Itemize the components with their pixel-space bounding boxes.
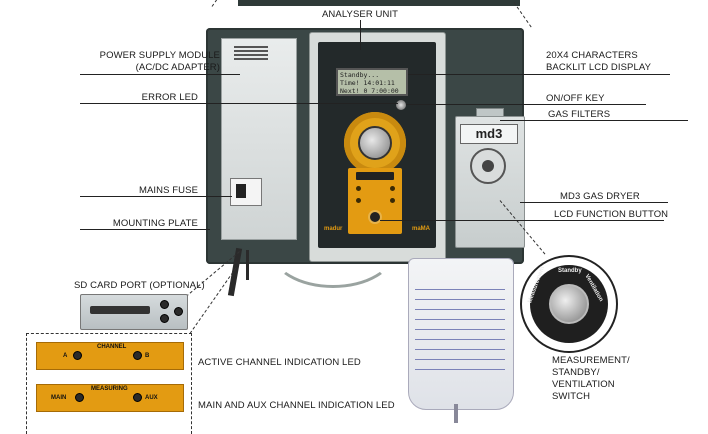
sd-led bbox=[174, 307, 183, 316]
sd-slot bbox=[356, 172, 394, 180]
brand-logo: madur bbox=[324, 226, 343, 232]
led-detail-box bbox=[26, 333, 192, 434]
lcd-line: Standby... bbox=[340, 71, 380, 79]
lcd-line: Time! 14:01:11 bbox=[340, 79, 395, 87]
sd-led bbox=[160, 300, 169, 309]
panel-led bbox=[390, 186, 395, 191]
leader-md3 bbox=[520, 202, 668, 203]
channel-b-label: B bbox=[145, 353, 150, 359]
bag-outlet bbox=[454, 404, 458, 423]
label-on-off-key: ON/OFF KEY bbox=[546, 93, 605, 104]
lcd-function-button[interactable] bbox=[368, 210, 382, 224]
label-active-channel-led: ACTIVE CHANNEL INDICATION LED bbox=[198, 357, 361, 368]
measuring-strip: MEASURING MAIN AUX bbox=[36, 384, 184, 412]
gas-tube bbox=[270, 212, 396, 288]
label-power-supply-2: (AC/DC ADAPTER) bbox=[135, 62, 220, 73]
condensate-bag bbox=[408, 258, 514, 410]
label-switch-2: STANDBY/ bbox=[552, 367, 600, 378]
leader-power-supply bbox=[80, 74, 240, 75]
label-mounting-plate: MOUNTING PLATE bbox=[112, 218, 198, 229]
lcd-display: Standby... Time! 14:01:11 Next! 0 7:00:0… bbox=[336, 68, 408, 96]
sd-card-slot[interactable] bbox=[90, 306, 150, 314]
pump-center bbox=[482, 160, 494, 172]
panel-led bbox=[356, 198, 361, 203]
label-power-supply-1: POWER SUPPLY MODULE bbox=[99, 50, 220, 61]
channel-a-led bbox=[73, 351, 82, 360]
aux-label: AUX bbox=[145, 395, 158, 401]
error-led bbox=[396, 100, 406, 110]
channel-b-led bbox=[133, 351, 142, 360]
label-analyser-unit: ANALYSER UNIT bbox=[322, 9, 399, 20]
leader-mains-fuse bbox=[80, 196, 232, 197]
leader-gas-filters bbox=[500, 120, 688, 121]
label-lcd-display-2: BACKLIT LCD DISPLAY bbox=[546, 62, 652, 73]
dashed-leader bbox=[211, 0, 230, 7]
dashed-leader bbox=[189, 267, 237, 334]
panel-led bbox=[356, 186, 361, 191]
panel-led bbox=[390, 198, 395, 203]
switch-standby: Standby bbox=[558, 268, 582, 274]
label-switch-4: SWITCH bbox=[552, 391, 591, 402]
leader-analyser bbox=[360, 20, 361, 50]
mode-switch-knob[interactable] bbox=[549, 284, 589, 324]
brand-logo: maMA bbox=[412, 226, 431, 232]
top-frame-bar bbox=[238, 0, 520, 6]
leader-on-off-key bbox=[406, 104, 646, 105]
label-lcd-function-button: LCD FUNCTION BUTTON bbox=[554, 209, 669, 220]
label-error-led: ERROR LED bbox=[141, 92, 198, 103]
cable bbox=[246, 250, 249, 280]
leader-lcd-display bbox=[408, 74, 670, 75]
vent-grille bbox=[234, 44, 268, 62]
leader-mounting-plate bbox=[80, 229, 210, 230]
dashed-leader bbox=[513, 2, 532, 28]
channel-a-label: A bbox=[63, 353, 68, 359]
main-led bbox=[75, 393, 84, 402]
leader-error-led bbox=[80, 103, 398, 104]
md3-badge: md3 bbox=[460, 124, 518, 144]
main-label: MAIN bbox=[51, 395, 67, 401]
label-main-aux-led: MAIN AND AUX CHANNEL INDICATION LED bbox=[198, 400, 395, 411]
label-switch-1: MEASUREMENT/ bbox=[552, 355, 630, 366]
sd-led bbox=[160, 314, 169, 323]
power-supply-module bbox=[221, 38, 297, 240]
label-mains-fuse: MAINS FUSE bbox=[138, 185, 198, 196]
label-lcd-display-1: 20X4 CHARACTERS bbox=[546, 50, 638, 61]
fuse-switch bbox=[236, 184, 246, 198]
label-sd-card-port: SD CARD PORT (OPTIONAL) bbox=[74, 280, 205, 291]
leader-lcd-function-button bbox=[380, 220, 664, 221]
label-md3-gas-dryer: MD3 GAS DRYER bbox=[560, 191, 640, 202]
measuring-title: MEASURING bbox=[91, 386, 128, 392]
aux-led bbox=[133, 393, 142, 402]
label-gas-filters: GAS FILTERS bbox=[548, 109, 611, 120]
channel-title: CHANNEL bbox=[97, 344, 127, 350]
lcd-line: Next! 0 7:00:00 bbox=[340, 87, 399, 95]
channel-strip: CHANNEL A B bbox=[36, 342, 184, 370]
on-off-key[interactable] bbox=[358, 126, 392, 160]
mains-fuse bbox=[230, 178, 262, 206]
label-switch-3: VENTILATION bbox=[552, 379, 615, 390]
